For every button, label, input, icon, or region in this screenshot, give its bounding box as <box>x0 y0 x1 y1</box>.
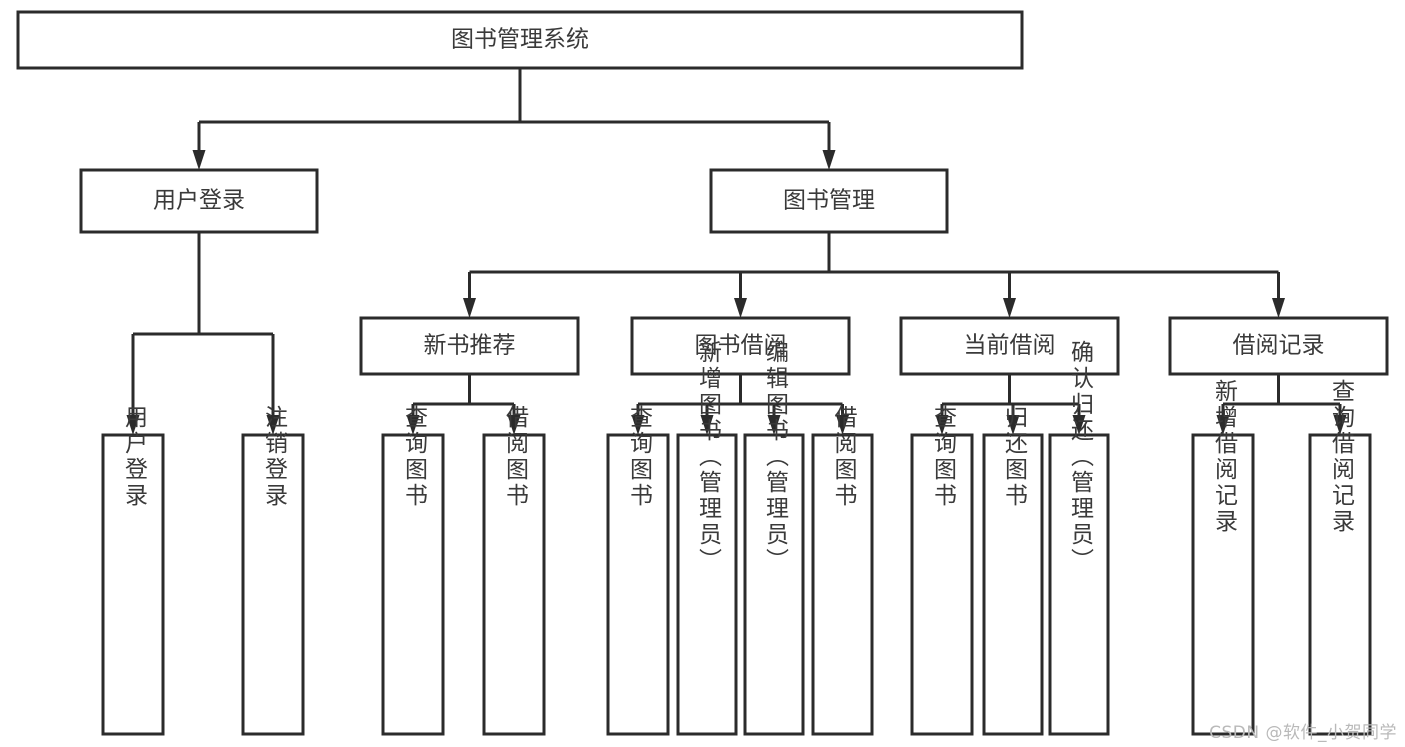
nodes-layer: 图书管理系统用户登录图书管理新书推荐图书借阅当前借阅借阅记录用户登录注销登录查询… <box>16 10 1389 736</box>
node-label: 图书管理系统 <box>451 27 589 53</box>
node-label: 查询借阅记录 <box>1328 379 1356 535</box>
arrow-head-icon <box>507 415 521 435</box>
edge-group-root <box>192 68 836 170</box>
arrow-head-icon <box>406 415 420 435</box>
arrow-head-icon <box>463 298 476 318</box>
node-box <box>743 433 805 736</box>
node-label: 查询图书 <box>626 405 654 509</box>
node-leaf-query-record[interactable]: 查询借阅记录 <box>1308 379 1372 736</box>
arrow-head-icon <box>1272 298 1285 318</box>
node-leaf-edit-book[interactable]: 编辑图书（管理员） <box>743 340 805 736</box>
node-leaf-confirm-return[interactable]: 确认归还（管理员） <box>1048 340 1110 736</box>
edges-layer <box>126 68 1347 435</box>
node-label: 查询图书 <box>401 405 429 509</box>
arrow-head-icon <box>126 415 140 435</box>
node-box <box>16 10 1024 70</box>
arrow-head-icon <box>935 415 949 435</box>
node-label: 归还图书 <box>1001 405 1029 509</box>
node-label: 用户登录 <box>121 405 149 509</box>
edge-group-borrow-record <box>1216 374 1347 435</box>
node-box <box>1168 316 1389 376</box>
node-box <box>982 433 1044 736</box>
arrow-head-icon <box>767 415 781 435</box>
node-label: 当前借阅 <box>964 333 1056 359</box>
arrow-head-icon <box>192 150 206 170</box>
arrow-head-icon <box>1072 415 1086 435</box>
node-new-book-rec[interactable]: 新书推荐 <box>359 316 580 376</box>
node-box <box>241 433 305 736</box>
node-leaf-return-book[interactable]: 归还图书 <box>982 405 1044 736</box>
arrow-head-icon <box>734 298 747 318</box>
node-leaf-logout[interactable]: 注销登录 <box>241 405 305 736</box>
node-box <box>359 316 580 376</box>
node-label: 用户登录 <box>153 188 245 214</box>
node-label: 借阅记录 <box>1233 333 1325 359</box>
node-leaf-query-book-1[interactable]: 查询图书 <box>381 405 445 736</box>
node-box <box>381 433 445 736</box>
arrow-head-icon <box>1003 298 1016 318</box>
node-leaf-user-login[interactable]: 用户登录 <box>101 405 165 736</box>
node-box <box>79 168 319 234</box>
node-label: 编辑图书（管理员） <box>762 340 790 574</box>
edge-group-current-borrow <box>935 374 1086 435</box>
arrow-head-icon <box>631 415 645 435</box>
node-box <box>630 316 851 376</box>
node-leaf-borrow-book-1[interactable]: 借阅图书 <box>482 405 546 736</box>
node-label: 图书借阅 <box>695 333 787 359</box>
node-label: 新书推荐 <box>424 333 516 359</box>
arrow-head-icon <box>1216 415 1230 435</box>
node-label: 注销登录 <box>261 405 289 509</box>
node-leaf-query-book-3[interactable]: 查询图书 <box>910 405 974 736</box>
node-leaf-borrow-book-2[interactable]: 借阅图书 <box>811 405 874 736</box>
edge-group-user-login <box>126 232 280 435</box>
node-user-login[interactable]: 用户登录 <box>79 168 319 234</box>
node-box <box>1308 433 1372 736</box>
arrow-head-icon <box>700 415 714 435</box>
node-box <box>482 433 546 736</box>
node-label: 图书管理 <box>783 188 875 214</box>
node-borrow-record[interactable]: 借阅记录 <box>1168 316 1389 376</box>
node-box <box>1191 433 1255 736</box>
node-label: 借阅图书 <box>502 405 530 509</box>
node-box <box>1048 433 1110 736</box>
arrow-head-icon <box>1333 415 1347 435</box>
arrow-head-icon <box>1006 415 1020 435</box>
arrow-head-icon <box>822 150 836 170</box>
node-label: 借阅图书 <box>830 405 858 509</box>
node-root[interactable]: 图书管理系统 <box>16 10 1024 70</box>
edge-group-new-book-rec <box>406 374 521 435</box>
node-box <box>899 316 1120 376</box>
node-box <box>910 433 974 736</box>
node-label: 确认归还（管理员） <box>1067 340 1095 574</box>
edge-group-book-manage <box>463 232 1285 318</box>
node-label: 新增图书（管理员） <box>695 340 723 574</box>
node-leaf-add-record[interactable]: 新增借阅记录 <box>1191 379 1255 736</box>
node-box <box>101 433 165 736</box>
arrow-head-icon <box>266 415 280 435</box>
node-box <box>709 168 949 234</box>
edge-group-book-borrow <box>631 374 849 435</box>
node-book-borrow[interactable]: 图书借阅 <box>630 316 851 376</box>
node-label: 新增借阅记录 <box>1211 379 1239 535</box>
node-label: 查询图书 <box>930 405 958 509</box>
node-box <box>606 433 670 736</box>
arrow-head-icon <box>836 415 849 435</box>
node-leaf-add-book[interactable]: 新增图书（管理员） <box>676 340 738 736</box>
node-book-manage[interactable]: 图书管理 <box>709 168 949 234</box>
node-box <box>811 433 874 736</box>
node-current-borrow[interactable]: 当前借阅 <box>899 316 1120 376</box>
node-box <box>676 433 738 736</box>
node-leaf-query-book-2[interactable]: 查询图书 <box>606 405 670 736</box>
